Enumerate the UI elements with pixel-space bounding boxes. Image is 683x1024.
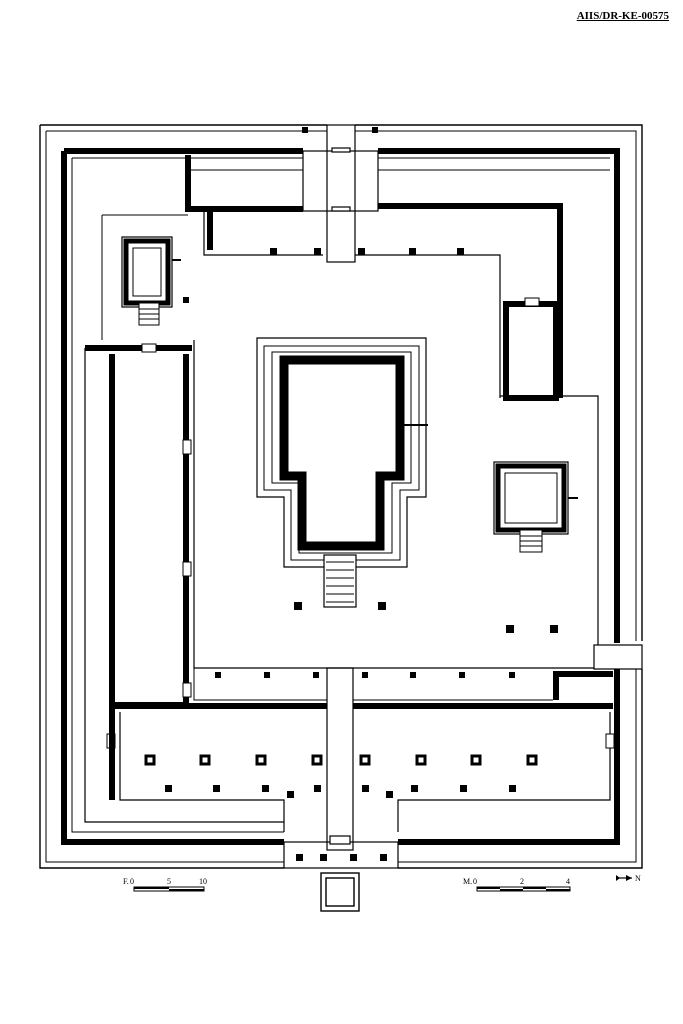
cloister-pillars bbox=[144, 754, 538, 766]
scale-bar-feet: F. 0 5 10 bbox=[123, 877, 207, 892]
north-gateway bbox=[302, 124, 379, 263]
scale-feet-tick-0: 0 bbox=[130, 877, 134, 886]
scale-metres-tick-4: 4 bbox=[566, 877, 570, 886]
main-shrine bbox=[256, 337, 428, 608]
scale-metres-prefix: M. bbox=[463, 877, 472, 886]
south-gateway bbox=[283, 667, 399, 869]
north-arrow-label: N bbox=[635, 874, 641, 883]
east-gateway bbox=[593, 644, 643, 670]
northeast-chamber bbox=[503, 297, 559, 401]
northwest-subshrine bbox=[121, 236, 181, 326]
scale-metres-tick-2: 2 bbox=[520, 877, 524, 886]
scale-metres-tick-0: 0 bbox=[473, 877, 477, 886]
south-cloister bbox=[109, 668, 615, 832]
north-arrow-icon: N bbox=[616, 874, 641, 883]
outer-enclosure-wall bbox=[39, 124, 643, 869]
scale-feet-tick-5: 5 bbox=[167, 877, 171, 886]
entrance-pavilion bbox=[320, 872, 360, 912]
reference-code: AIIS/DR-KE-00575 bbox=[576, 10, 669, 22]
solid-pillars bbox=[165, 127, 558, 861]
north-cloister bbox=[101, 155, 610, 645]
scale-feet-tick-10: 10 bbox=[199, 877, 207, 886]
east-subshrine bbox=[493, 461, 578, 553]
scale-feet-prefix: F. bbox=[123, 877, 129, 886]
scale-bar-metres: M. 0 2 4 bbox=[463, 877, 571, 892]
